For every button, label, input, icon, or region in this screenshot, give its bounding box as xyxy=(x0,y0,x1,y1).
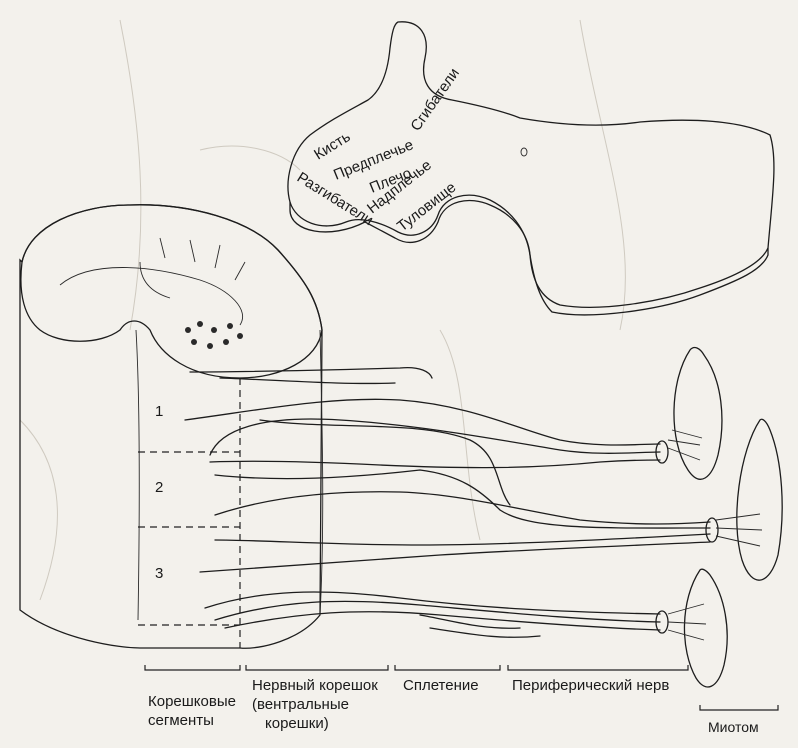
spinal-cord xyxy=(20,205,323,648)
segment-number-3: 3 xyxy=(155,565,163,582)
motor-nuclei xyxy=(185,321,243,349)
muscles xyxy=(668,348,782,687)
label-peripheral-nerve: Периферический нерв xyxy=(512,677,669,694)
label-root-segments-2: сегменты xyxy=(148,712,214,729)
spinal-cord-front-face xyxy=(21,205,322,378)
label-nerve-root-1: Нервный корешок xyxy=(252,677,378,694)
segment-number-2: 2 xyxy=(155,479,163,496)
label-myotome: Миотом xyxy=(708,719,759,735)
label-nerve-root-3: корешки) xyxy=(265,715,329,732)
muscle-2 xyxy=(737,419,782,580)
nerve-fibers xyxy=(185,368,710,638)
segment-boundaries xyxy=(138,378,240,648)
label-plexus: Сплетение xyxy=(403,677,479,694)
motor-map: Кисть Предплечье Плечо Надплечье Туловищ… xyxy=(288,22,774,315)
label-root-segments-1: Корешковые xyxy=(148,693,236,710)
muscle-3 xyxy=(684,569,727,687)
label-nerve-root-2: (вентральные xyxy=(252,696,349,713)
map-label-flexors: Сгибатели xyxy=(407,65,463,134)
bottom-labels: Корешковые сегменты Нервный корешок (вен… xyxy=(148,677,759,735)
segment-number-1: 1 xyxy=(155,403,163,420)
map-label-hand: Кисть xyxy=(311,128,353,163)
spinal-cord-outline xyxy=(20,205,322,648)
